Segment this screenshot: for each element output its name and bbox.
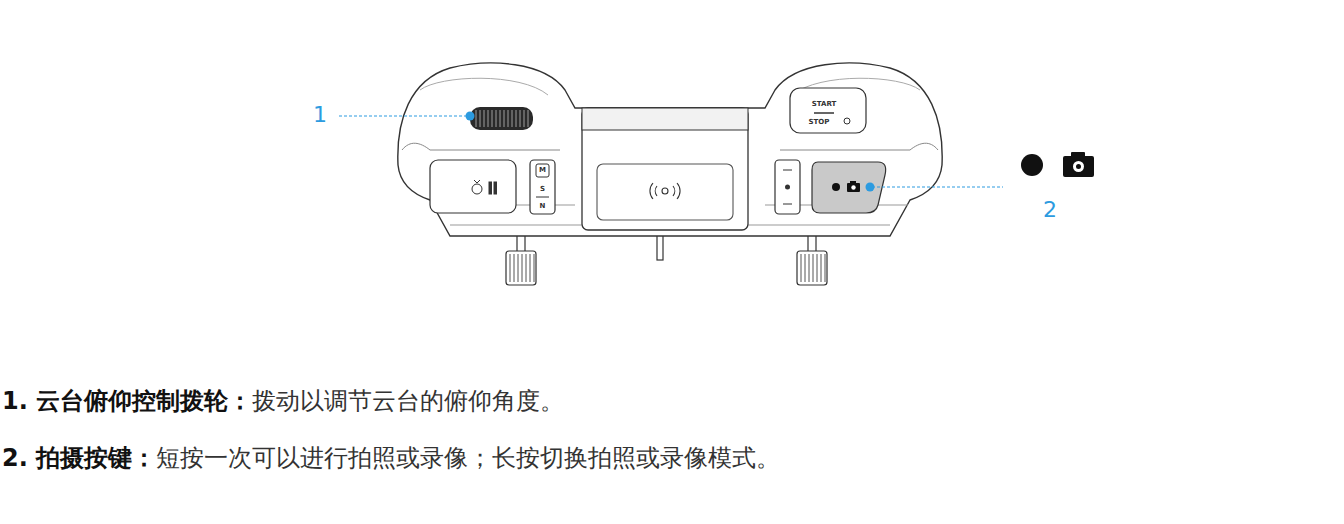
mode-switch [530,160,555,214]
leader-dot [466,112,475,121]
pause-button [430,160,516,213]
controller-body [398,63,942,236]
description-line: 2. 拍摄按键：短按一次可以进行拍照或录像；长按切换拍照或录像模式。 [2,444,780,473]
part-description: 短按一次可以进行拍照或录像；长按切换拍照或录像模式。 [156,444,780,473]
camera-icon [1063,152,1094,177]
start-stop-button [790,88,866,133]
function-switch [775,160,800,214]
right-stick [797,234,827,285]
gimbal-dial [470,107,533,130]
part-name: 1. 云台俯仰控制拨轮： [2,387,252,416]
wireless-symbol [650,183,680,199]
part-description: 拨动以调节云台的俯仰角度。 [252,387,564,416]
rth-icon [472,180,497,194]
leader-dot [866,183,875,192]
switch-letter: S [540,186,545,193]
description-line: 1. 云台俯仰控制拨轮：拨动以调节云台的俯仰角度。 [2,387,564,416]
switch-letter: N [540,203,546,210]
center-panel [582,108,748,230]
left-stick [506,234,536,285]
leader-line [872,187,1003,188]
record-icon [1021,154,1043,176]
part-name: 2. 拍摄按键： [2,444,156,473]
camera-icon [847,181,860,192]
leader-line [339,116,468,117]
button-text: STOP [809,119,830,126]
callout-number: 1 [313,104,327,126]
switch-letter: M [539,167,546,174]
button-text: START [812,101,837,108]
callout-number: 2 [1043,199,1057,221]
